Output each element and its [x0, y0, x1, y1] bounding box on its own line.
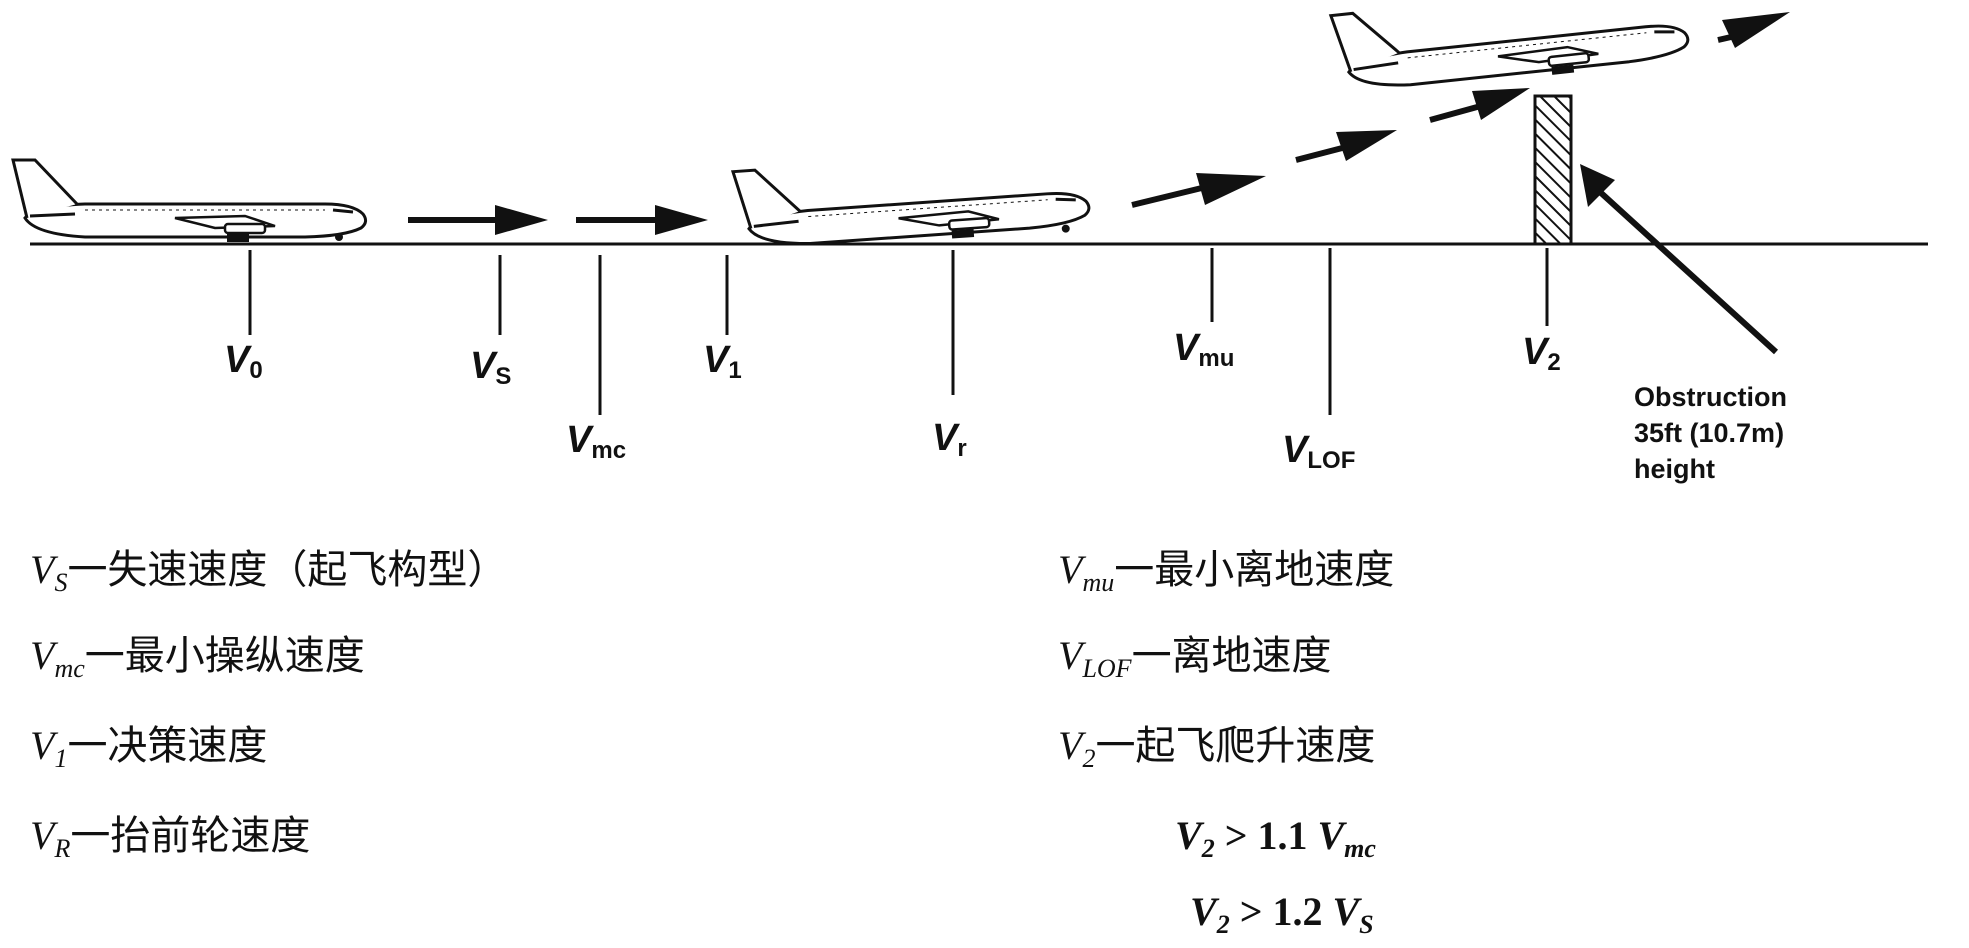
climb-arrow-4 [1717, 12, 1790, 48]
obstruction-caption-line-3: height [1634, 454, 1715, 484]
label-v1: V1 [703, 339, 742, 384]
legend-vlof: VLOF一离地速度 [1058, 633, 1332, 683]
legend-v2: V2一起飞爬升速度 [1058, 723, 1376, 773]
ground-roll-arrow-1 [408, 205, 548, 235]
formula-v2-vs: V2 > 1.2 VS [1190, 889, 1374, 939]
obstruction-35ft [1533, 94, 1573, 246]
climb-arrow-1 [1131, 173, 1266, 208]
legend-v1: V1一决策速度 [30, 723, 268, 773]
label-vlof: VLOF [1282, 429, 1355, 474]
obstruction-caption-line-2: 35ft (10.7m) [1634, 418, 1784, 448]
label-v2: V2 [1522, 331, 1561, 376]
ground-roll-arrow-2 [576, 205, 708, 235]
obstruction-caption-line-1: Obstruction [1634, 382, 1787, 412]
airplane-climb [1329, 0, 1692, 99]
climb-arrow-3 [1429, 88, 1530, 123]
legend-vmc: Vmc一最小操纵速度 [30, 633, 365, 683]
formula-v2-vmc: V2 > 1.1 Vmc [1175, 813, 1376, 863]
label-vs: VS [470, 345, 511, 390]
airplane-start [11, 158, 368, 244]
label-vmu: Vmu [1173, 327, 1234, 372]
climb-arrow-2 [1295, 130, 1397, 163]
label-v0: V0 [224, 339, 263, 384]
obstruction-pointer-arrow [1580, 164, 1779, 355]
label-vr: Vr [932, 417, 967, 462]
legend-vmu: Vmu一最小离地速度 [1058, 547, 1395, 597]
legend-vs: VS一失速速度（起飞构型） [30, 547, 508, 597]
label-vmc: Vmc [566, 419, 626, 464]
legend-vr: VR一抬前轮速度 [30, 813, 311, 863]
airplane-rotation [731, 145, 1092, 255]
